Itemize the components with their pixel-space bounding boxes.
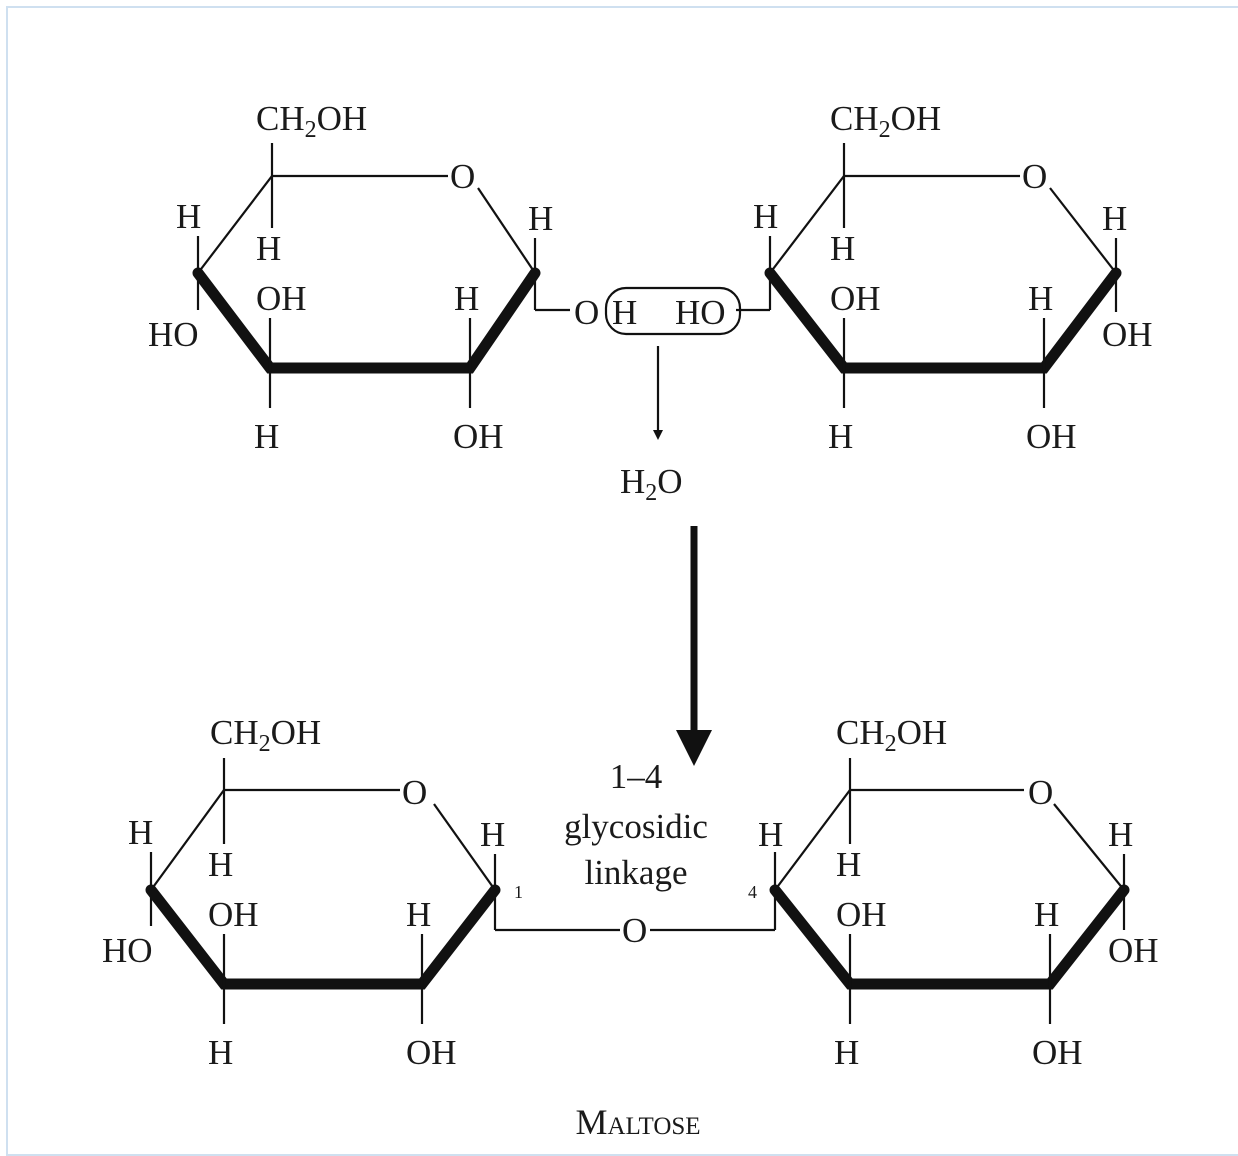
glucose-right-reactant: CH2OH O HO H H OH H H OH H OH <box>675 99 1153 456</box>
h-label: H <box>1108 815 1133 854</box>
h-label: H <box>256 229 281 268</box>
maltose-formation-diagram: CH2OH O H H OH HO H H H OH O H CH2OH O H… <box>102 99 1159 1142</box>
water-label: H2O <box>620 462 683 506</box>
oh-label: OH <box>1102 315 1153 354</box>
oh-label: OH <box>1032 1033 1083 1072</box>
oh-label: OH <box>1108 931 1159 970</box>
glycosidic-oxygen-label: O <box>622 911 647 950</box>
glucose-left-product: CH2OH O H H OH HO H H 1 H OH <box>102 713 620 1072</box>
h-label: H <box>406 895 431 934</box>
h-label: H <box>830 229 855 268</box>
oh-label: OH <box>453 417 504 456</box>
ch2oh-label: CH2OH <box>210 713 321 757</box>
glucose-left-reactant: CH2OH O H H OH HO H H H OH O H <box>148 99 637 456</box>
oh-label: OH <box>406 1033 457 1072</box>
h-label: H <box>828 417 853 456</box>
ring-oxygen-label: O <box>1028 773 1053 812</box>
h-label: H <box>612 293 637 332</box>
carbon-number-label: 1 <box>514 882 523 902</box>
h-label: H <box>254 417 279 456</box>
h-label: H <box>1028 279 1053 318</box>
ho-label: HO <box>675 293 726 332</box>
water-arrow-head <box>653 430 663 440</box>
oh-label: OH <box>836 895 887 934</box>
ring-oxygen-label: O <box>1022 157 1047 196</box>
h-label: H <box>758 815 783 854</box>
glucose-right-product: CH2OH O H 4 H OH H H OH H OH <box>748 713 1159 1072</box>
h-label: H <box>128 813 153 852</box>
h-label: H <box>528 199 553 238</box>
ch2oh-label: CH2OH <box>256 99 367 143</box>
ring-oxygen-label: O <box>450 157 475 196</box>
reaction-arrow-head <box>676 730 712 766</box>
ch2oh-label: CH2OH <box>836 713 947 757</box>
ho-label: HO <box>148 315 199 354</box>
h-label: H <box>836 845 861 884</box>
oh-label: OH <box>208 895 259 934</box>
h-label: H <box>834 1033 859 1072</box>
h-label: H <box>454 279 479 318</box>
h-label: H <box>208 1033 233 1072</box>
linkage-label-line: glycosidic <box>564 807 708 846</box>
carbon-number-label: 4 <box>748 882 757 902</box>
h-label: H <box>176 197 201 236</box>
h-label: H <box>753 197 778 236</box>
h-label: H <box>208 845 233 884</box>
figure-frame: CH2OH O H H OH HO H H H OH O H CH2OH O H… <box>6 6 1238 1156</box>
oh-label: OH <box>256 279 307 318</box>
o-label: O <box>574 293 599 332</box>
h-label: H <box>480 815 505 854</box>
oh-label: OH <box>830 279 881 318</box>
ch2oh-label: CH2OH <box>830 99 941 143</box>
h-label: H <box>1034 895 1059 934</box>
product-name-label: Maltose <box>575 1102 700 1142</box>
ho-label: HO <box>102 931 153 970</box>
ring-oxygen-label: O <box>402 773 427 812</box>
h-label: H <box>1102 199 1127 238</box>
linkage-label-line: 1–4 <box>610 757 663 796</box>
oh-label: OH <box>1026 417 1077 456</box>
linkage-label-line: linkage <box>584 853 687 892</box>
